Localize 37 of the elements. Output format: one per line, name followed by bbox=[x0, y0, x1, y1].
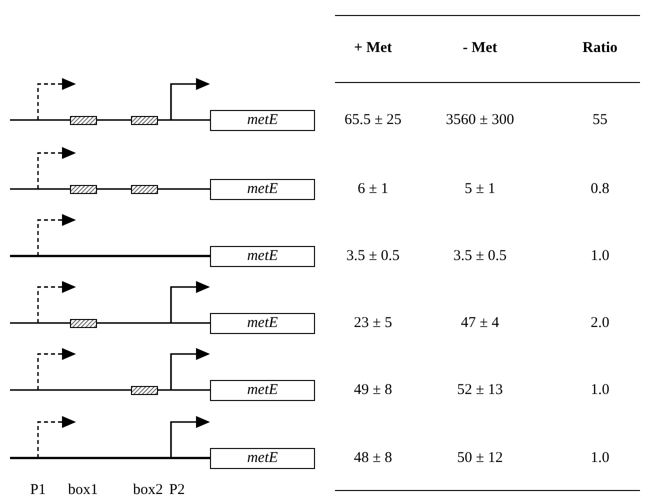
table-value: 52 ± 13 bbox=[457, 380, 503, 400]
element-label: P1 bbox=[30, 480, 46, 500]
table-value: 1.0 bbox=[590, 380, 610, 400]
table-value: 3.5 ± 0.5 bbox=[346, 246, 400, 266]
hatched-box bbox=[131, 184, 158, 194]
table-value: 1.0 bbox=[590, 246, 610, 266]
column-header: Ratio bbox=[582, 38, 618, 58]
column-header: + Met bbox=[354, 38, 392, 58]
gene-box: metE bbox=[210, 110, 315, 130]
table-value: 48 ± 8 bbox=[354, 448, 392, 468]
column-header: - Met bbox=[462, 38, 498, 58]
element-label: P2 bbox=[169, 480, 185, 500]
table-value: 50 ± 12 bbox=[457, 448, 503, 468]
gene-box: metE bbox=[210, 178, 315, 200]
table-value: 2.0 bbox=[590, 314, 610, 333]
table-value: 5 ± 1 bbox=[464, 180, 496, 199]
table-value: 23 ± 5 bbox=[354, 314, 392, 333]
table-value: 3560 ± 300 bbox=[446, 110, 514, 130]
hatched-box bbox=[70, 116, 97, 124]
hatched-box bbox=[131, 386, 158, 394]
gene-box: metE bbox=[210, 380, 315, 400]
gene-box: metE bbox=[210, 312, 315, 334]
table-value: 3.5 ± 0.5 bbox=[453, 246, 507, 266]
hatched-box bbox=[131, 116, 158, 124]
table-value: 49 ± 8 bbox=[354, 380, 392, 400]
table-value: 65.5 ± 25 bbox=[344, 110, 402, 130]
table-value: 0.8 bbox=[590, 180, 610, 199]
hatched-box bbox=[70, 184, 97, 194]
table-value: 55 bbox=[592, 110, 608, 130]
gene-box: metE bbox=[210, 448, 315, 468]
table-value: 47 ± 4 bbox=[460, 314, 500, 333]
gene-box: metE bbox=[210, 246, 315, 266]
element-label: box2 bbox=[133, 480, 163, 500]
table-value: 1.0 bbox=[590, 448, 610, 468]
hatched-box bbox=[70, 318, 97, 328]
table-value: 6 ± 1 bbox=[358, 180, 388, 199]
element-label: box1 bbox=[68, 480, 98, 500]
